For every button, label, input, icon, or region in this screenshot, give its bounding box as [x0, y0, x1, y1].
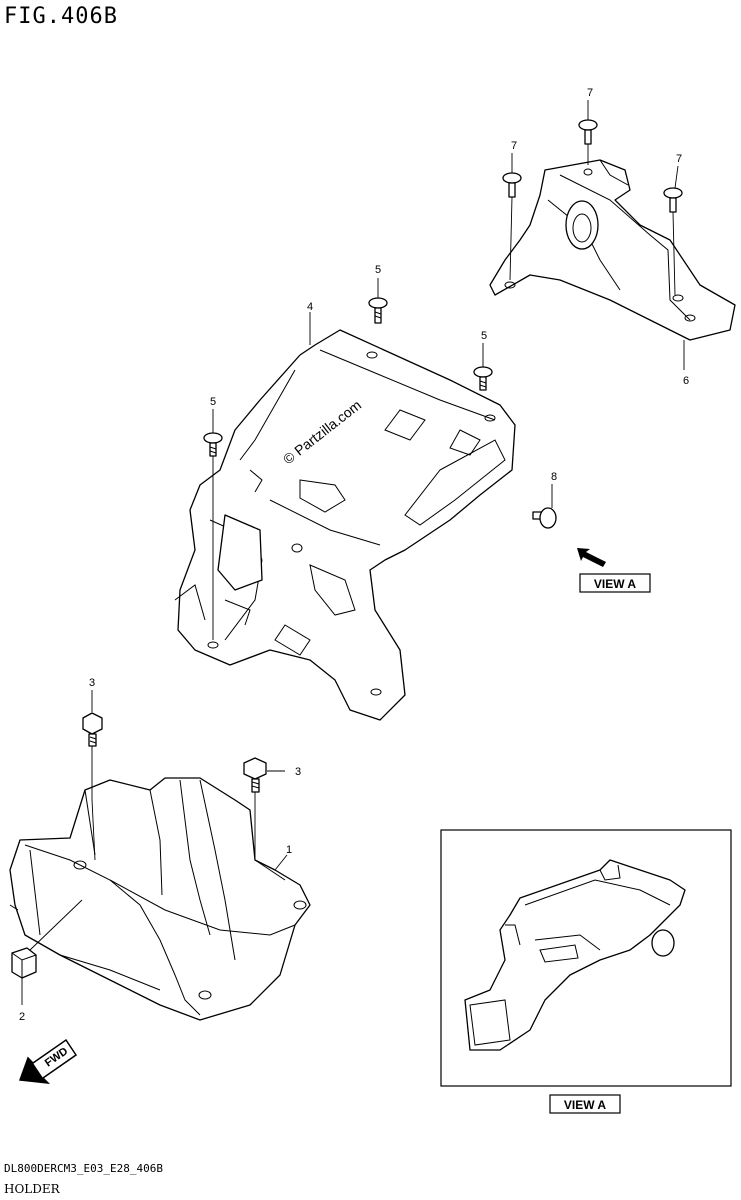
part-4-holder[interactable] — [174, 329, 516, 721]
part-6-bracket[interactable] — [489, 159, 736, 341]
callout-5-b: 5 — [481, 330, 487, 342]
view-a-inset — [440, 829, 732, 1087]
part-2-clip[interactable] — [11, 947, 37, 979]
callout-7-c: 7 — [676, 153, 682, 165]
callout-6: 6 — [683, 375, 689, 387]
screw-7-a[interactable] — [578, 119, 598, 145]
bolt-3-right[interactable] — [243, 757, 267, 793]
callout-5-c: 5 — [210, 396, 216, 408]
callout-2: 2 — [19, 1011, 25, 1023]
view-a-arrow — [577, 548, 606, 567]
leader-lines — [21, 100, 685, 1005]
bolt-3-left[interactable] — [82, 712, 103, 747]
screw-5-a[interactable] — [368, 297, 388, 324]
figure-title: FIG.406B — [4, 4, 118, 29]
callout-7-a: 7 — [587, 87, 593, 99]
callout-5-a: 5 — [375, 264, 381, 276]
part-1-tray[interactable] — [9, 777, 311, 1021]
callout-3-left: 3 — [89, 677, 95, 689]
svg-text:VIEW A: VIEW A — [594, 577, 637, 591]
part-8-grommet[interactable] — [532, 507, 557, 529]
screw-7-b[interactable] — [502, 172, 522, 198]
callout-1: 1 — [286, 844, 292, 856]
callout-3-right: 3 — [295, 766, 301, 778]
footer-name: HOLDER — [4, 1182, 60, 1196]
screw-7-c[interactable] — [663, 187, 683, 213]
callout-8: 8 — [551, 471, 557, 483]
screw-5-b[interactable] — [473, 366, 493, 391]
callout-7-b: 7 — [511, 140, 517, 152]
svg-text:VIEW A: VIEW A — [564, 1098, 607, 1112]
fwd-arrow-icon: FWD — [18, 1038, 78, 1084]
view-a-label-top[interactable]: VIEW A — [579, 573, 651, 593]
view-a-label-bottom[interactable]: VIEW A — [549, 1094, 621, 1114]
screw-5-c[interactable] — [203, 432, 223, 457]
callout-4: 4 — [307, 301, 313, 313]
footer-code: DL800DERCM3_E03_E28_406B — [4, 1162, 163, 1175]
